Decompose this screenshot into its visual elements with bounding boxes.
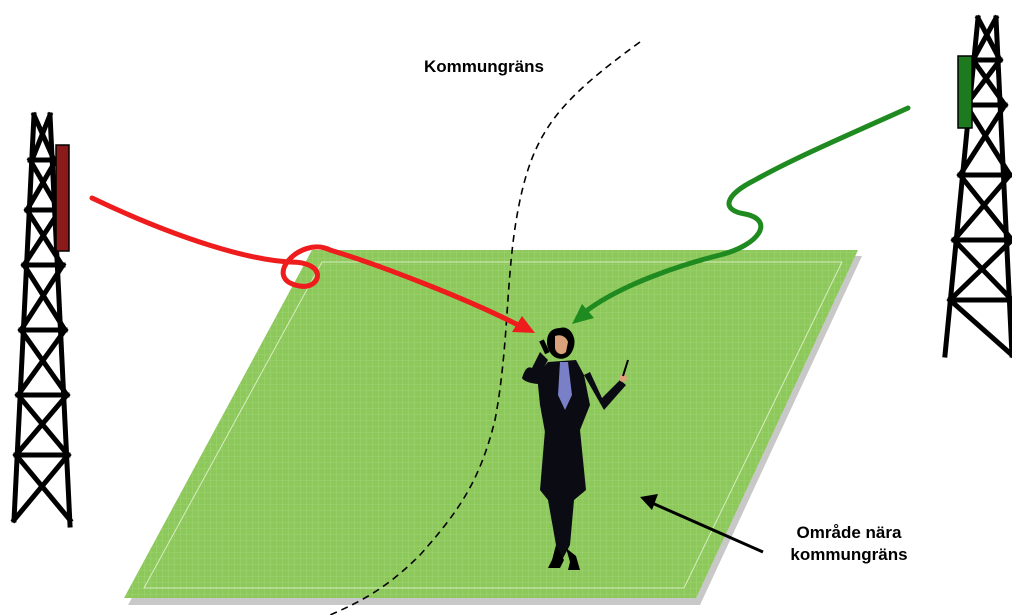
left-signal-arrow (89, 195, 535, 333)
area-label: Område nära kommungräns (760, 522, 938, 566)
person-icon (522, 327, 629, 570)
area-pointer-arrow (640, 494, 764, 554)
left-antenna (55, 144, 70, 252)
municipal-border-label: Kommungräns (424, 57, 544, 76)
municipal-border-line (329, 41, 641, 615)
area-near-border (124, 250, 862, 605)
left-tower-icon (10, 111, 74, 528)
right-antenna (957, 55, 973, 129)
area-grid (124, 250, 858, 598)
right-tower-icon (942, 14, 1012, 359)
area-label-line2: kommungräns (790, 545, 908, 564)
area-inner (143, 261, 843, 589)
area-label-line1: Område nära (796, 523, 902, 542)
right-signal-arrow (572, 105, 911, 324)
